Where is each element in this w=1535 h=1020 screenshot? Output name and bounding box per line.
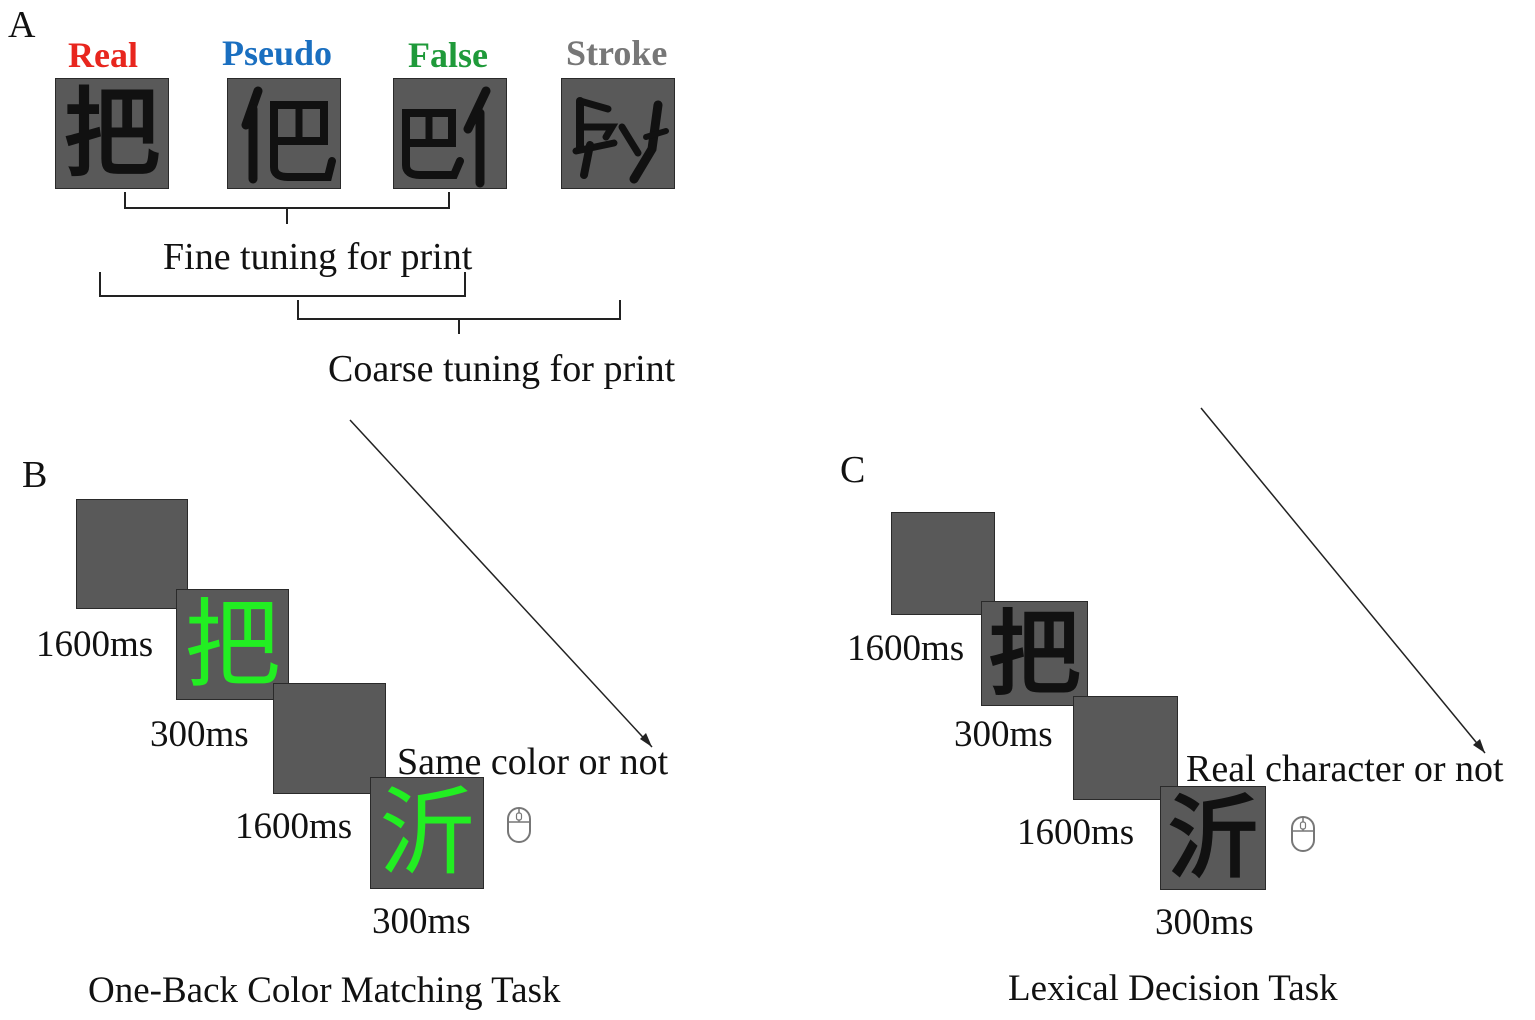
arrowhead-c	[1473, 739, 1485, 753]
timing-b-stim1: 300ms	[150, 714, 249, 755]
stimulus-screen-b2: 沂	[370, 777, 484, 889]
stimulus-screen-c2: 沂	[1160, 786, 1266, 890]
pseudo-character-glyph	[241, 86, 336, 184]
timing-b-blank1: 1600ms	[36, 624, 154, 665]
bracket-fine-tuning	[99, 272, 466, 297]
real-character: 把	[64, 78, 160, 189]
condition-label-stroke: Stroke	[566, 33, 668, 73]
condition-label-real: Real	[68, 35, 138, 75]
stimulus-tile-pseudo	[227, 78, 341, 189]
timing-c-blank2: 1600ms	[1017, 812, 1135, 853]
character-c2: 沂	[1168, 786, 1258, 890]
stimulus-tile-real: 把	[55, 78, 169, 189]
colored-character-b2: 沂	[379, 777, 475, 889]
response-prompt-b: Same color or not	[397, 741, 669, 783]
response-prompt-c: Real character or not	[1186, 748, 1504, 790]
condition-label-pseudo: Pseudo	[222, 33, 333, 73]
stimulus-tile-stroke	[561, 78, 675, 189]
stimulus-screen-c1: 把	[981, 601, 1088, 706]
panel-label-c: C	[840, 449, 866, 491]
timing-b-stim2: 300ms	[372, 901, 471, 942]
bracket-fine-tiles	[124, 192, 450, 209]
panel-label-b: B	[22, 454, 48, 496]
colored-character-b1: 把	[184, 589, 281, 700]
coarse-tuning-label: Coarse tuning for print	[328, 348, 676, 390]
blank-screen-b1	[76, 499, 188, 609]
mouse-icon	[507, 807, 531, 843]
timing-c-blank1: 1600ms	[847, 628, 965, 669]
false-character-glyph	[402, 86, 491, 188]
time-arrow-c	[1200, 407, 1486, 754]
condition-label-false: False	[408, 35, 488, 75]
timing-b-blank2: 1600ms	[235, 806, 353, 847]
blank-screen-c1	[891, 512, 995, 615]
stroke-combination-glyph	[572, 97, 669, 184]
task-title-b: One-Back Color Matching Task	[88, 970, 561, 1011]
timing-c-stim2: 300ms	[1155, 902, 1254, 943]
fine-tuning-label: Fine tuning for print	[163, 236, 473, 278]
bracket-coarse-tuning	[297, 300, 621, 320]
timing-c-stim1: 300ms	[954, 714, 1053, 755]
blank-screen-b2	[273, 683, 386, 794]
time-arrow-b	[349, 419, 653, 748]
task-title-c: Lexical Decision Task	[1008, 968, 1338, 1009]
blank-screen-c2	[1073, 696, 1178, 800]
panel-label-a: A	[8, 4, 36, 46]
mouse-icon	[1291, 816, 1315, 852]
stimulus-tile-false	[393, 78, 507, 189]
arrowhead-b	[640, 733, 652, 747]
stimulus-screen-b1: 把	[176, 589, 289, 700]
character-c1: 把	[988, 601, 1081, 706]
